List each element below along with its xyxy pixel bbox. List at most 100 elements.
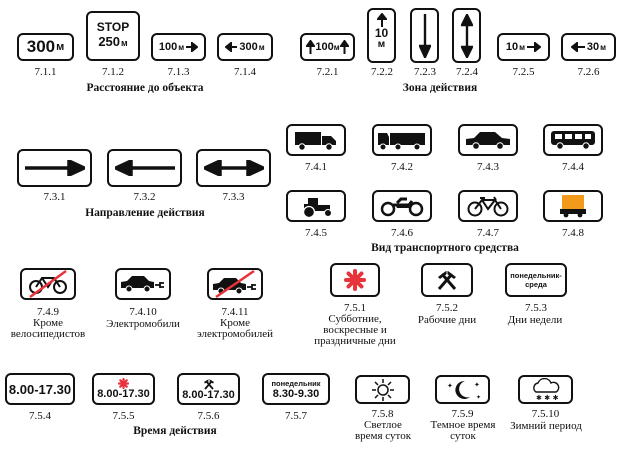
truck-trailer-icon (378, 133, 425, 151)
code-label: 7.4.3 (477, 161, 499, 173)
snow-cloud-icon: ✱ ✱ ✱ (532, 377, 559, 402)
svg-text:✦: ✦ (447, 382, 453, 390)
caption-7-5-10: Зимний период (510, 420, 582, 432)
sign-value: 100 (315, 41, 334, 53)
red-star-icon (118, 378, 129, 389)
code-label: 7.2.6 (577, 66, 600, 78)
car-icon (466, 132, 510, 150)
sign-7-4-6 (372, 190, 432, 222)
code-label: 7.5.4 (29, 410, 51, 422)
sign-value: 300 (239, 41, 258, 53)
sign-day-text: понедельник (271, 379, 321, 388)
up-arrow-icon (339, 40, 349, 54)
code-label: 7.4.10 (129, 306, 157, 318)
caption-7-5-2: Рабочие дни (417, 314, 477, 326)
code-label: 7.5.10 (531, 408, 560, 420)
left-arrow-icon (225, 42, 238, 52)
sign-7-3-2 (107, 149, 182, 187)
code-label: 7.3.1 (43, 191, 66, 203)
code-label: 7.5.2 (436, 302, 458, 314)
bicycle-icon (467, 196, 509, 217)
sign-7-5-5: 8.00-17.30 (92, 373, 155, 405)
sign-7-4-5 (286, 190, 346, 222)
code-label: 7.2.4 (456, 66, 478, 78)
sign-7-3-3 (196, 149, 271, 187)
caption-7-5-8: Светлое время суток (354, 419, 412, 442)
double-arrow-horizontal-icon (203, 160, 264, 176)
sign-value: 10 (505, 41, 519, 53)
code-label: 7.4.4 (562, 161, 584, 173)
code-label: 7.3.2 (133, 191, 156, 203)
left-arrow-icon (570, 42, 585, 52)
svg-text:✱ ✱ ✱: ✱ ✱ ✱ (536, 394, 559, 402)
sign-unit: м (121, 38, 128, 48)
sign-7-5-4: 8.00-17.30 (5, 373, 75, 405)
sign-7-1-2: STOP 250м (86, 11, 140, 61)
electric-car-icon (121, 276, 164, 293)
code-label: 7.3.3 (222, 191, 245, 203)
right-arrow-icon (24, 160, 85, 176)
sign-7-5-7: понедельник 8.30-9.30 (262, 373, 330, 405)
sign-7-2-2: 10 м (367, 8, 396, 63)
code-label: 7.4.5 (305, 227, 327, 239)
caption-7-5-3: Дни недели (507, 314, 563, 326)
dangerous-cargo-icon (560, 195, 586, 218)
sign-value: 100 (158, 41, 178, 53)
electric-car-crossed-icon (213, 270, 256, 298)
sign-7-4-3 (458, 124, 518, 156)
moon-stars-icon: ✦✦✦ (447, 380, 481, 401)
code-label: 7.5.3 (525, 302, 547, 314)
sign-7-5-6: 8.00-17.30 (177, 373, 240, 405)
stop-text: STOP (96, 20, 130, 34)
code-label: 7.5.8 (371, 408, 394, 420)
sign-7-5-9: ✦✦✦ (435, 375, 490, 404)
group-title-direction: Направление действия (85, 207, 205, 219)
bus-icon (551, 131, 595, 150)
sign-7-4-7 (458, 190, 518, 222)
motorcycle-icon (380, 197, 424, 217)
sign-7-5-10: ✱ ✱ ✱ (518, 375, 573, 404)
sign-7-4-2 (372, 124, 432, 156)
sign-value: 10 (374, 26, 389, 40)
sign-7-4-11 (207, 268, 263, 300)
code-label: 7.1.4 (234, 66, 256, 78)
sign-7-4-9 (20, 268, 76, 300)
code-label: 7.5.5 (112, 410, 135, 422)
group-title-vehicle: Вид транспортного средства (371, 242, 519, 254)
caption-7-5-9: Темное время суток (430, 419, 496, 442)
group-title-time: Время действия (133, 425, 217, 437)
time-value: 8.00-17.30 (97, 388, 150, 400)
sign-unit: м (333, 42, 340, 52)
sign-value: 250 (98, 34, 121, 49)
down-arrow-icon (418, 13, 431, 58)
truck-icon (295, 132, 336, 151)
hammers-icon (203, 378, 214, 390)
time-value: 8.30-9.30 (272, 388, 320, 400)
code-label: 7.1.2 (102, 66, 124, 78)
code-label: 7.4.6 (391, 227, 413, 239)
sign-7-4-4 (543, 124, 603, 156)
sign-7-4-1 (286, 124, 346, 156)
sign-day-text: среда (525, 280, 547, 289)
sign-value: 30 (586, 41, 600, 53)
sign-7-5-1 (330, 263, 380, 297)
sign-7-4-10 (115, 268, 171, 300)
sign-7-5-3: понедельник- среда (505, 263, 567, 297)
code-label: 7.4.8 (562, 227, 584, 239)
sign-value: 300 (26, 37, 56, 56)
code-label: 7.5.7 (285, 410, 307, 422)
sign-7-5-8 (355, 375, 410, 404)
right-arrow-icon (527, 42, 542, 52)
sign-7-5-2 (421, 263, 473, 297)
code-label: 7.5.1 (344, 302, 366, 314)
code-label: 7.5.9 (451, 408, 474, 420)
sign-7-4-8 (543, 190, 603, 222)
sign-unit: м (600, 42, 607, 52)
group-title-distance: Расстояние до объекта (86, 82, 204, 94)
